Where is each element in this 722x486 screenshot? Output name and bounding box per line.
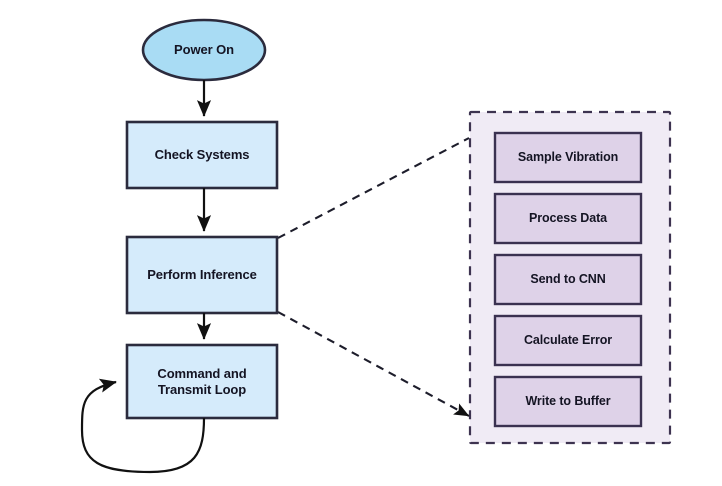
node-perform-inference[interactable] (125, 235, 279, 315)
node-command-transmit-loop[interactable] (125, 343, 279, 420)
callout-bottom-connector (277, 311, 470, 417)
node-check-systems[interactable] (125, 120, 279, 190)
subnode-sample-vibration[interactable] (493, 131, 643, 184)
subnode-send-to-cnn[interactable] (493, 253, 643, 306)
subnode-write-to-buffer[interactable] (493, 375, 643, 428)
subnode-process-data[interactable] (493, 192, 643, 245)
callout-top-connector (277, 137, 470, 239)
arrow-command-loop-selfloop (80, 378, 206, 474)
node-power-on[interactable] (141, 18, 267, 82)
subnode-calculate-error[interactable] (493, 314, 643, 367)
